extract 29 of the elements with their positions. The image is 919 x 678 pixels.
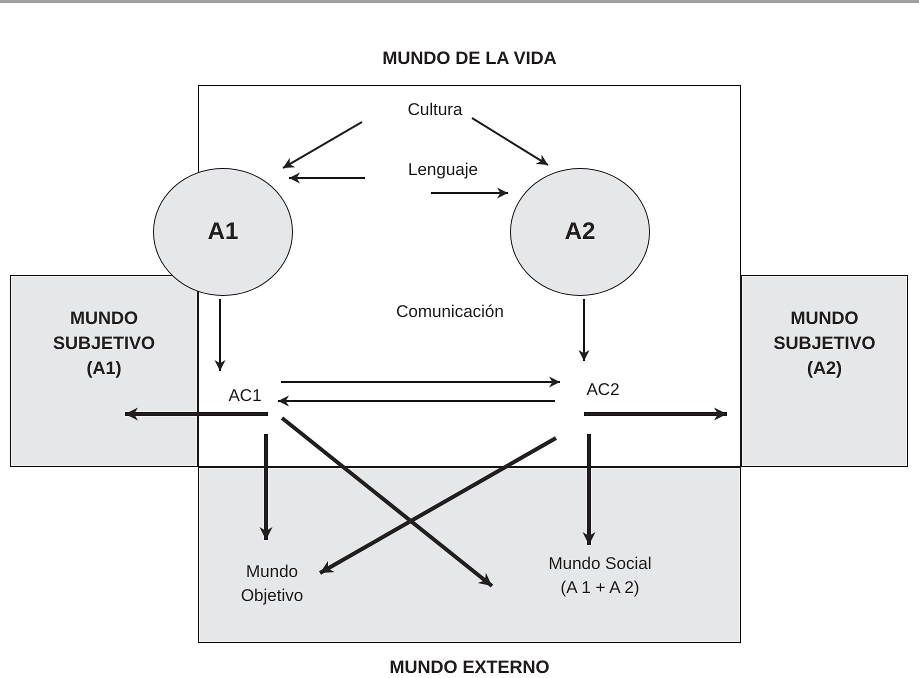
arrow <box>289 172 365 184</box>
text-label: Mundo Social (A 1 + A 2) <box>541 552 659 608</box>
text-label: Mundo Objetivo <box>216 560 328 616</box>
arrow <box>278 396 555 406</box>
actor-label: A2 <box>564 217 596 247</box>
region-heading: MUNDO DE LA VIDA <box>381 47 558 70</box>
text-label: Lenguaje <box>393 158 493 184</box>
arrow <box>584 408 727 420</box>
arrow <box>214 299 226 371</box>
text-label: Cultura <box>393 98 477 124</box>
arrow <box>471 117 549 166</box>
arrow <box>280 416 494 588</box>
region-heading: MUNDO SUBJETIVO (A1) <box>52 307 156 380</box>
arrow <box>260 434 272 540</box>
text-label: AC1 <box>218 384 272 410</box>
actor-label: A1 <box>208 217 238 247</box>
region-heading: MUNDO SUBJETIVO (A2) <box>772 307 877 380</box>
text-label: AC2 <box>576 378 630 404</box>
arrow <box>281 376 560 388</box>
text-label: Comunicación <box>395 301 505 323</box>
arrow <box>282 121 362 169</box>
arrow <box>578 299 590 361</box>
region-box <box>10 275 198 467</box>
region-heading: MUNDO EXTERNO <box>388 656 550 678</box>
arrow <box>125 408 268 420</box>
region-box <box>741 275 908 467</box>
arrow <box>582 434 596 545</box>
arrow <box>431 188 508 198</box>
arrow <box>319 436 557 575</box>
